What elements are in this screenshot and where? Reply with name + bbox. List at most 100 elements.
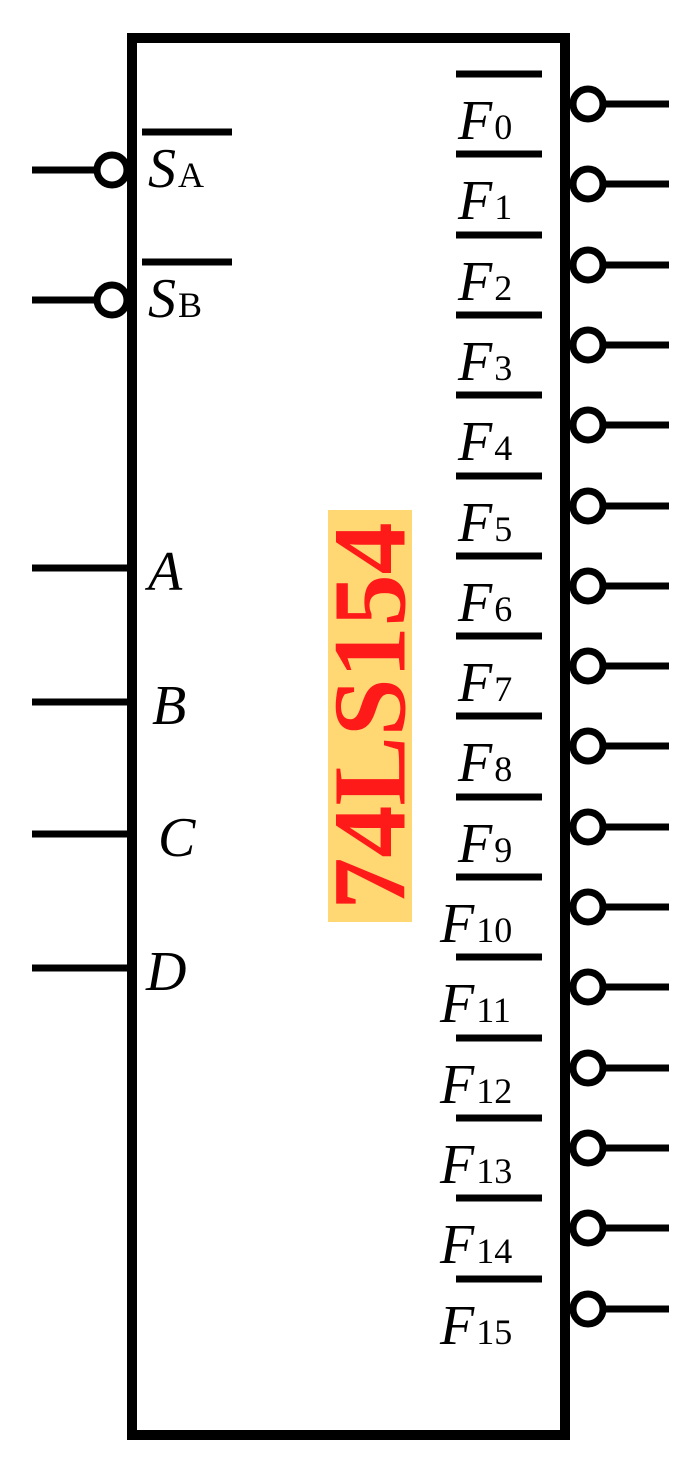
- output-label-f13: F13: [439, 1134, 512, 1196]
- output-label-f2-sub: 2: [494, 268, 512, 308]
- inversion-bubble: [569, 727, 607, 765]
- address-label-a: A: [144, 541, 183, 603]
- output-label-f7: F7: [457, 652, 512, 714]
- inversion-bubble: [569, 1209, 607, 1247]
- output-label-f8-main: F: [457, 732, 493, 794]
- output-label-f15-main: F: [439, 1295, 475, 1357]
- output-label-f9-main: F: [457, 813, 493, 875]
- chip-body: [127, 33, 570, 1440]
- output-label-f1: F1: [457, 170, 512, 232]
- output-pin-f13: F13: [439, 1114, 669, 1196]
- inversion-bubble: [569, 567, 607, 605]
- address-label-a-main: A: [144, 541, 183, 603]
- address-pin-a: A: [32, 541, 183, 603]
- output-label-f14-main: F: [439, 1214, 475, 1276]
- output-label-f10-sub: 10: [476, 910, 512, 950]
- chip-label-highlight: [328, 510, 412, 922]
- address-pin-c: C: [32, 807, 196, 869]
- enable-label-b-sub: B: [178, 285, 202, 325]
- address-label-c-main: C: [158, 807, 196, 869]
- output-label-f7-main: F: [457, 652, 493, 714]
- output-pin-f5: F5: [456, 472, 669, 554]
- output-pin-f14: F14: [439, 1194, 669, 1276]
- inversion-bubble: [569, 968, 607, 1006]
- enable-label-a-sub: A: [178, 155, 204, 195]
- inversion-bubble: [569, 888, 607, 926]
- output-label-f1-main: F: [457, 170, 493, 232]
- inversion-bubble: [569, 165, 607, 203]
- output-label-f5: F5: [457, 492, 512, 554]
- enable-label-b: SB: [148, 268, 202, 330]
- output-label-f2: F2: [457, 251, 512, 313]
- output-label-f12-main: F: [439, 1054, 475, 1116]
- address-label-b: B: [152, 675, 186, 737]
- chip-label: 74LS154: [313, 510, 428, 922]
- output-label-f11-main: F: [439, 973, 475, 1035]
- output-label-f1-sub: 1: [494, 187, 512, 227]
- inversion-bubble: [569, 647, 607, 685]
- output-label-f6-sub: 6: [494, 589, 512, 629]
- output-label-f4: F4: [457, 411, 512, 473]
- output-label-f13-sub: 13: [476, 1151, 512, 1191]
- output-pin-f12: F12: [439, 1034, 669, 1116]
- output-label-f12-sub: 12: [476, 1071, 512, 1111]
- output-label-f10-main: F: [439, 893, 475, 955]
- output-pin-f6: F6: [456, 552, 669, 634]
- output-label-f5-main: F: [457, 492, 493, 554]
- inversion-bubble: [569, 406, 607, 444]
- output-label-f3-sub: 3: [494, 348, 512, 388]
- output-label-f0-main: F: [457, 90, 493, 152]
- inversion-bubble: [569, 1129, 607, 1167]
- output-label-f12: F12: [439, 1054, 512, 1116]
- output-label-f6: F6: [457, 572, 512, 634]
- output-label-f0: F0: [457, 90, 512, 152]
- output-pin-f8: F8: [456, 712, 669, 794]
- output-pin-f10: F10: [439, 873, 669, 955]
- output-label-f15: F15: [439, 1295, 512, 1357]
- output-label-f5-sub: 5: [494, 509, 512, 549]
- output-label-f3: F3: [457, 331, 512, 393]
- inversion-bubble: [93, 151, 131, 189]
- output-pin-f3: F3: [456, 311, 669, 393]
- inversion-bubble: [569, 326, 607, 364]
- output-label-f14-sub: 14: [476, 1231, 512, 1271]
- output-label-f10: F10: [439, 893, 512, 955]
- output-label-f7-sub: 7: [494, 669, 512, 709]
- address-label-b-main: B: [152, 675, 186, 737]
- output-label-f14: F14: [439, 1214, 512, 1276]
- output-label-f0-sub: 0: [494, 107, 512, 147]
- output-label-f4-sub: 4: [494, 428, 512, 468]
- inversion-bubble: [569, 1290, 607, 1328]
- output-label-f13-main: F: [439, 1134, 475, 1196]
- output-label-f6-main: F: [457, 572, 493, 634]
- output-label-f11: F11: [439, 973, 511, 1035]
- output-pin-f11: F11: [439, 953, 669, 1035]
- output-pin-f7: F7: [456, 632, 669, 714]
- address-label-d-main: D: [145, 941, 186, 1003]
- output-label-f9-sub: 9: [494, 830, 512, 870]
- enable-pin-a: SA: [32, 128, 232, 200]
- address-label-c: C: [158, 807, 196, 869]
- output-pin-f1: F1: [456, 150, 669, 232]
- address-label-d: D: [145, 941, 186, 1003]
- output-label-f11-sub: 11: [476, 990, 511, 1030]
- enable-pin-b: SB: [32, 258, 232, 330]
- output-pin-f2: F2: [456, 231, 669, 313]
- inversion-bubble: [93, 281, 131, 319]
- inversion-bubble: [569, 1049, 607, 1087]
- output-label-f9: F9: [457, 813, 512, 875]
- output-pin-f9: F9: [456, 793, 669, 875]
- enable-label-a: SA: [148, 138, 204, 200]
- output-pin-f15: F15: [439, 1275, 669, 1357]
- output-label-f2-main: F: [457, 251, 493, 313]
- inversion-bubble: [569, 85, 607, 123]
- chip-name-text: 74LS154: [313, 522, 428, 909]
- output-label-f8: F8: [457, 732, 512, 794]
- output-pin-f4: F4: [456, 391, 669, 473]
- address-pin-b: B: [32, 675, 186, 737]
- enable-label-b-main: S: [148, 268, 176, 330]
- inversion-bubble: [569, 487, 607, 525]
- output-pin-f0: F0: [456, 70, 669, 152]
